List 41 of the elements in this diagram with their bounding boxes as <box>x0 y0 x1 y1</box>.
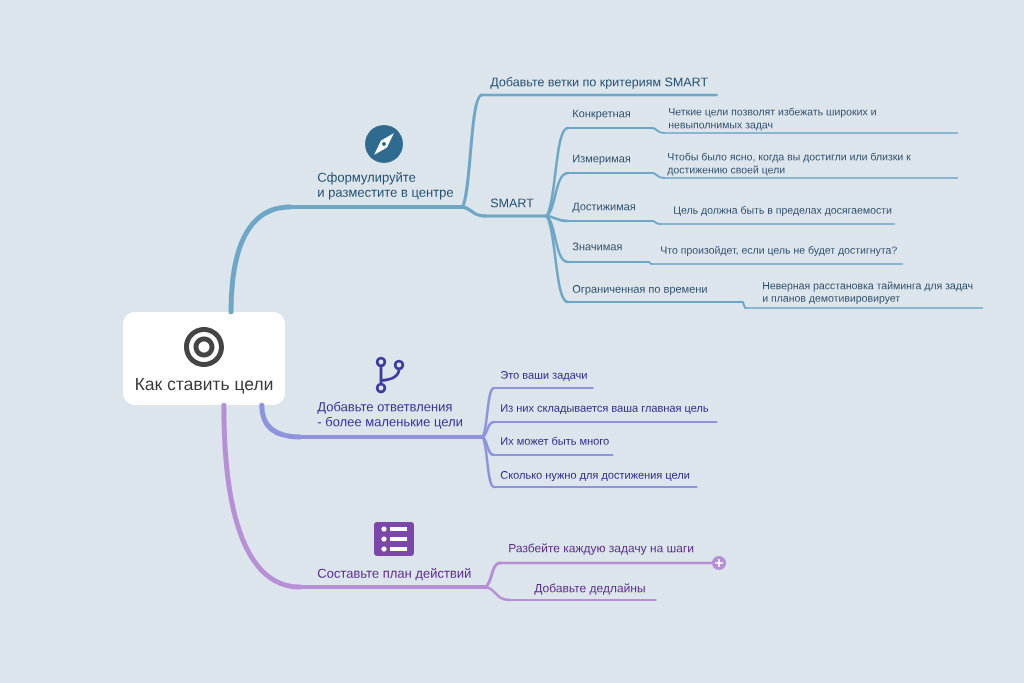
branch-line <box>651 127 665 134</box>
branch-label: Значимая <box>567 242 650 263</box>
branch-line <box>545 214 570 223</box>
branch-label: Их может быть много <box>493 436 614 456</box>
branch-line <box>221 402 303 590</box>
branch-line <box>647 261 653 265</box>
topic-label: Сформулируйте и разместите в центре <box>288 172 465 209</box>
note-label: Цель должна быть в пределах досягаемости <box>659 206 896 225</box>
central-topic-box: Как ставить цели <box>123 312 285 405</box>
branch-label: Добавьте дедлайны <box>509 583 657 601</box>
branch-line <box>481 435 496 457</box>
branch-line <box>228 204 293 315</box>
branch-line <box>481 420 496 439</box>
branch-label: Из них складывается ваша главная цель <box>493 404 718 423</box>
branch-line <box>545 214 570 304</box>
branch-label: Измеримая <box>567 154 654 174</box>
branch-line <box>545 171 570 218</box>
branch-label: Это ваши задачи <box>493 371 594 389</box>
branch-line <box>481 386 496 439</box>
topic-label: Составьте план действий <box>298 568 488 589</box>
branch-label: Разбейте каждую задачу на шаги <box>498 543 714 565</box>
branch-label: Достижимая <box>567 202 654 222</box>
branch-line <box>651 172 665 179</box>
branch-label: Добавьте ветки по критериям SMART <box>480 77 718 97</box>
branch-line <box>461 93 484 209</box>
note-label: Четкие цели позволят избежать широких и невыполнимых задач <box>663 107 959 134</box>
note-label: Чтобы было ясно, когда вы достигли или близки к достижению своей цели <box>663 152 959 179</box>
branch-label: Ограниченная по времени <box>567 285 744 303</box>
branch-label: SMART <box>483 198 549 218</box>
branch-line <box>651 220 661 225</box>
branch-line <box>484 561 502 589</box>
branch-line <box>259 402 303 440</box>
branch-line <box>484 585 512 602</box>
branch-line <box>741 301 747 309</box>
branch-label: Сколько нужно для достижения цели <box>493 471 698 488</box>
topic-label: Добавьте ответвления - более маленькие цели <box>298 401 485 439</box>
branch-label: Конкретная <box>567 109 654 129</box>
branch-line <box>460 205 487 218</box>
note-label: Неверная расстановка тайминга для задач и планов демотивировирует <box>745 281 984 309</box>
branch-line <box>481 435 496 489</box>
note-label: Что произойдет, если цель не будет достигнута? <box>651 245 904 265</box>
